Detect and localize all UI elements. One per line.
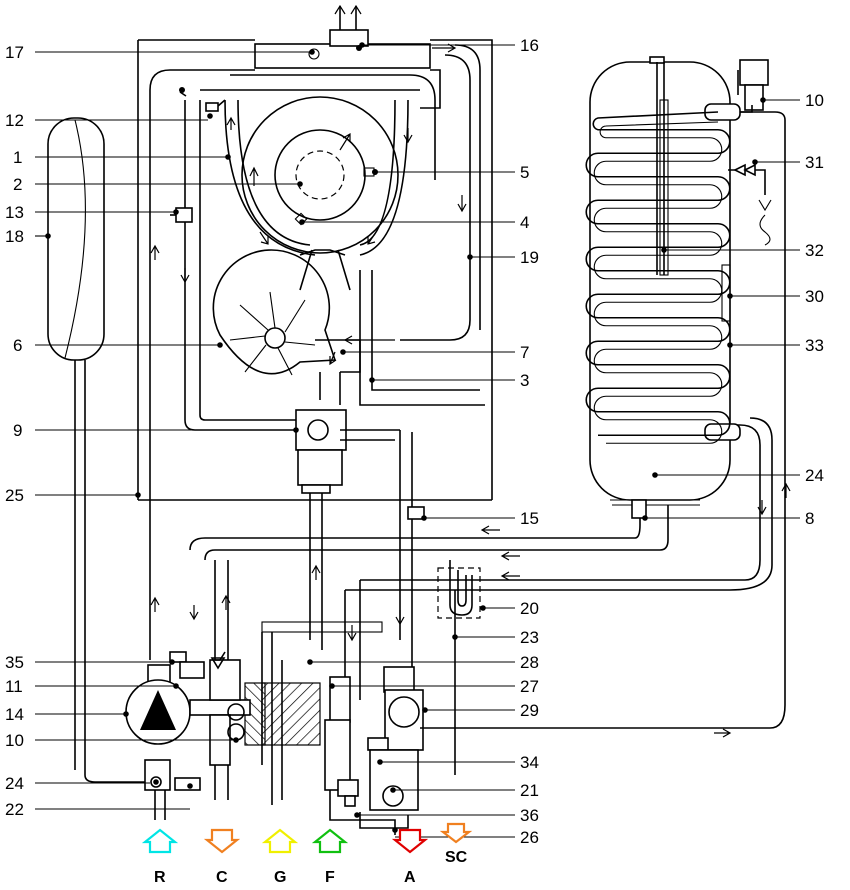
callout-5: 5: [520, 163, 529, 182]
callout-3: 3: [520, 371, 529, 390]
pump-group: [74, 360, 251, 820]
legend-item-f: F: [311, 828, 349, 886]
callout-14: 14: [5, 705, 24, 724]
legend-item-a: A: [391, 828, 429, 886]
callout-32: 32: [805, 241, 824, 260]
coil-inner: [593, 121, 723, 444]
legend-label: C: [216, 869, 228, 886]
callout-leaders: [35, 44, 800, 838]
legend-arrow-up-icon: [311, 828, 349, 854]
hydraulic-group: [138, 111, 786, 835]
condensate-trap: [437, 560, 481, 619]
callout-8: 8: [805, 509, 814, 528]
legend-item-c: C: [203, 828, 241, 886]
callout-11: 11: [5, 677, 23, 696]
casing: [137, 39, 493, 660]
legend-label: G: [274, 869, 286, 886]
callout-dots: [45, 42, 766, 833]
callout-12: 12: [5, 111, 24, 130]
callout-20: 20: [520, 599, 539, 618]
coil-outer: [585, 111, 731, 437]
callout-27: 27: [520, 677, 539, 696]
callout-25: 25: [5, 486, 24, 505]
callout-21: 21: [520, 781, 539, 800]
callout-16: 16: [520, 36, 539, 55]
callout-13: 13: [5, 203, 24, 222]
legend-arrow-down-icon: [391, 828, 429, 854]
legend-label: F: [325, 869, 335, 886]
expansion-vessel: [47, 117, 105, 361]
legend-label: SC: [445, 849, 468, 866]
callout-10-left: 10: [5, 731, 24, 750]
callout-6: 6: [13, 336, 22, 355]
callout-30: 30: [805, 287, 824, 306]
callout-9: 9: [13, 421, 22, 440]
legend-arrow-down-icon: [439, 822, 473, 844]
callout-28: 28: [520, 653, 539, 672]
callout-19: 19: [520, 248, 539, 267]
callout-26: 26: [520, 828, 539, 847]
callout-labels: 17 16 12 1 2 5 13 4 18 19 6 7 3 9 25 15 …: [5, 36, 824, 847]
hot-water-cylinder: [589, 56, 791, 519]
legend-label: A: [404, 869, 416, 886]
flue-outlet: [254, 4, 457, 69]
callout-24-left: 24: [5, 774, 24, 793]
callout-24-right: 24: [805, 466, 824, 485]
legend-item-sc: SC: [439, 822, 473, 866]
callout-34: 34: [520, 753, 539, 772]
callout-31: 31: [805, 153, 824, 172]
legend-arrow-up-icon: [261, 828, 299, 854]
fan: [212, 249, 395, 405]
callout-7: 7: [520, 343, 529, 362]
callout-4: 4: [520, 213, 529, 232]
callout-35: 35: [5, 653, 24, 672]
callout-18: 18: [5, 227, 24, 246]
hot-water-coil: [585, 111, 731, 444]
callout-22: 22: [5, 800, 24, 819]
callout-33: 33: [805, 336, 824, 355]
callout-36: 36: [520, 806, 539, 825]
callout-17: 17: [5, 43, 24, 62]
legend: R C G F A SC: [141, 822, 473, 886]
callout-10-right: 10: [805, 91, 824, 110]
callout-1: 1: [13, 148, 22, 167]
callout-15: 15: [520, 509, 539, 528]
heat-exchanger: [200, 74, 436, 291]
callout-29: 29: [520, 701, 539, 720]
legend-label: R: [154, 869, 166, 886]
legend-item-r: R: [141, 828, 179, 886]
callout-23: 23: [520, 628, 539, 647]
legend-arrow-up-icon: [141, 828, 179, 854]
legend-item-g: G: [261, 828, 299, 886]
legend-arrow-down-icon: [203, 828, 241, 854]
callout-2: 2: [13, 175, 22, 194]
